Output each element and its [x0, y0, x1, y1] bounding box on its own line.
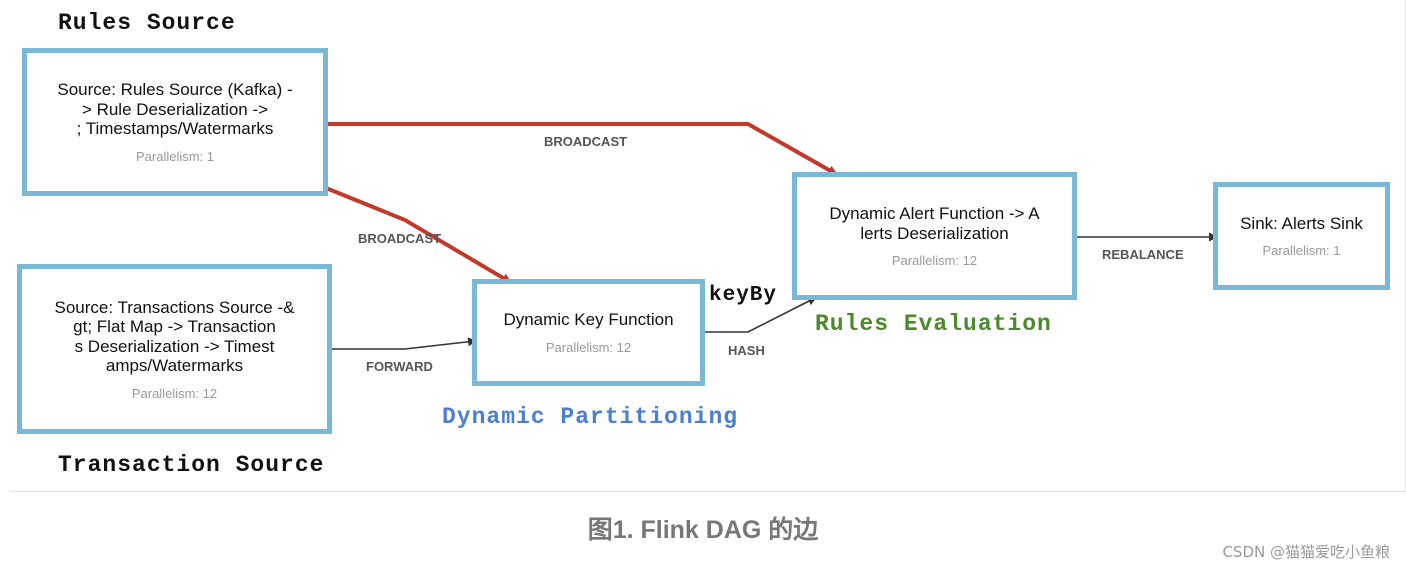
- edge-hash: [703, 297, 817, 333]
- parallelism-text: Parallelism: 12: [131, 385, 218, 401]
- node-title-line: Dynamic Key Function: [503, 310, 674, 330]
- rules-source-label: Rules Source: [58, 10, 236, 36]
- node-title-line: Dynamic Alert Function -> A: [829, 204, 1040, 223]
- edge-label-broadcast-top: BROADCAST: [544, 134, 628, 149]
- parallelism-text: Parallelism: 12: [545, 339, 632, 355]
- node-title-line: s Deserialization -> Timest: [74, 336, 275, 356]
- parallelism-text: Parallelism: 1: [1262, 243, 1341, 259]
- edge-label-hash: HASH: [728, 343, 765, 358]
- edge-label-forward: FORWARD: [366, 359, 433, 374]
- figure-caption: 图1. Flink DAG 的边: [587, 516, 819, 544]
- parallelism-text: Parallelism: 1: [135, 148, 215, 164]
- transaction-source-label: Transaction Source: [58, 452, 325, 478]
- node-title-line: Source: Transactions Source -&: [54, 297, 295, 317]
- watermark: CSDN @猫猫爱吃小鱼粮: [1222, 543, 1390, 561]
- keyby-label: keyBy: [709, 284, 778, 307]
- node-dynamic-alert-function[interactable]: Dynamic Alert Function -> A lerts Deseri…: [792, 172, 1077, 300]
- node-title-line: > Rule Deserialization ->: [81, 99, 269, 119]
- node-rules-source[interactable]: Source: Rules Source (Kafka) - > Rule De…: [22, 48, 328, 196]
- rules-evaluation-label: Rules Evaluation: [815, 311, 1052, 337]
- node-alerts-sink[interactable]: Sink: Alerts Sink Parallelism: 1: [1213, 182, 1390, 290]
- node-title-line: Sink: Alerts Sink: [1240, 213, 1363, 233]
- edge-forward: [331, 337, 477, 350]
- edge-label-broadcast-mid: BROADCAST: [358, 231, 442, 246]
- edge-label-rebalance: REBALANCE: [1102, 247, 1184, 262]
- node-title-line: gt; Flat Map -> Transaction: [73, 317, 276, 336]
- node-title-line: lerts Deserialization: [860, 223, 1009, 243]
- dynamic-partitioning-label: Dynamic Partitioning: [442, 404, 739, 430]
- node-title-line: ; Timestamps/Watermarks: [76, 119, 274, 139]
- node-title-line: Source: Rules Source (Kafka) -: [57, 80, 293, 100]
- node-dynamic-key-function[interactable]: Dynamic Key Function Parallelism: 12: [472, 279, 705, 386]
- edge-broadcast-to-key: [325, 186, 512, 284]
- parallelism-text: Parallelism: 12: [891, 253, 978, 268]
- edge-broadcast-to-alert: [326, 122, 838, 176]
- node-transactions-source[interactable]: Source: Transactions Source -& gt; Flat …: [17, 264, 332, 434]
- node-title-line: amps/Watermarks: [105, 356, 244, 375]
